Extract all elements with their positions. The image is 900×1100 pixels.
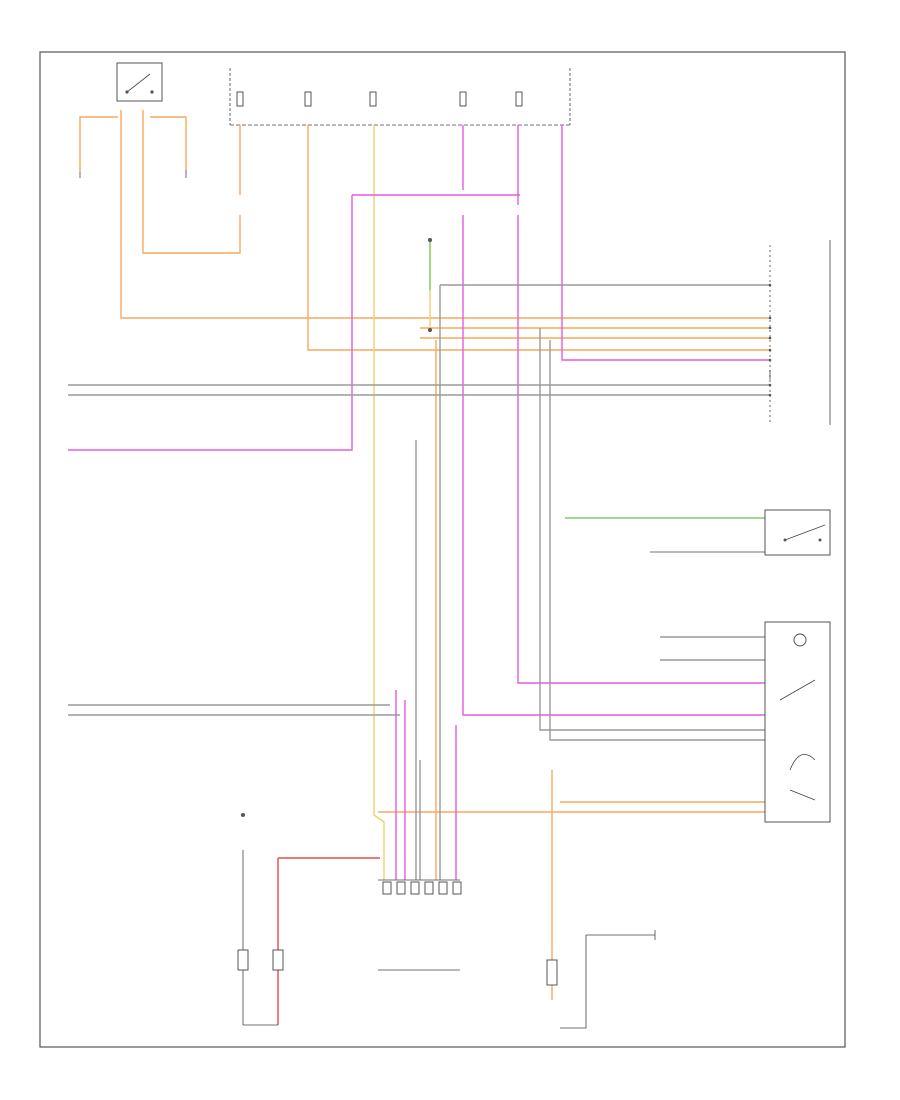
splice-center-2: [428, 328, 432, 332]
wire-orange-4: [142, 110, 241, 254]
wire-gray-5: [539, 328, 770, 731]
wire-yellow-1: [373, 125, 385, 880]
wire-orange-6: [307, 125, 770, 351]
central-junction-connector: [769, 240, 831, 425]
wire-orange-1: [120, 110, 770, 319]
fuse-5: [515, 91, 523, 107]
fuse-1: [236, 91, 244, 107]
main-switch: [116, 62, 163, 102]
fuse-3: [369, 91, 377, 107]
wire-orange-2: [79, 116, 118, 172]
fuse-2: [304, 91, 312, 107]
wire-gray-6: [549, 340, 770, 741]
module-bottom-center: [378, 879, 462, 971]
wire-pink-4: [462, 215, 770, 716]
wire-pink-7: [561, 125, 770, 361]
splice-center: [428, 238, 432, 242]
wire-black-3: [560, 935, 587, 1029]
motor-box: [764, 621, 831, 823]
diagram-border: [39, 51, 846, 1048]
ground-mid-left: [241, 813, 245, 817]
wire-pink-6: [517, 215, 770, 684]
connector-pins: [768, 283, 772, 397]
wire-orange-3: [150, 116, 187, 170]
fuse-4: [459, 91, 467, 107]
module-bottom-left: [237, 949, 284, 971]
relay-box: [764, 509, 831, 556]
fuse-panel: [229, 68, 571, 126]
wire-pink-2: [68, 195, 353, 451]
module-bottom-right: [546, 959, 558, 986]
